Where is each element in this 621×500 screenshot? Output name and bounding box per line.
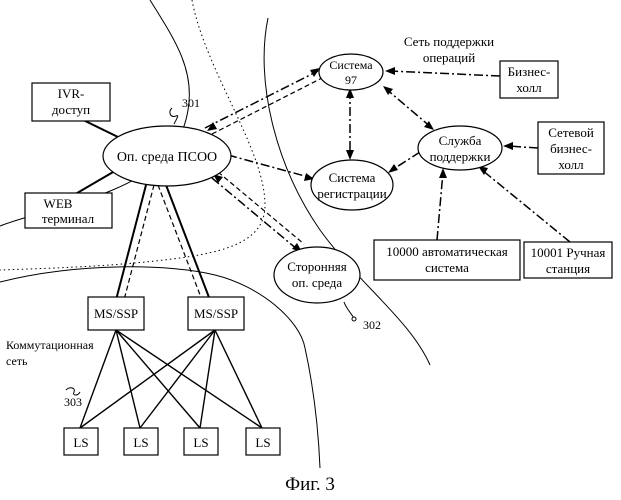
link-autosystem-support: [437, 172, 443, 240]
link-psoo-ms1-solid: [116, 185, 146, 300]
ref-302-leader: [344, 302, 354, 318]
ref-301-leader: [170, 108, 178, 124]
ref-302: 302: [363, 318, 381, 332]
ls3-label: LS: [193, 435, 208, 450]
ms1-label: MS/SSP: [94, 306, 138, 321]
third-party-label-1: Сторонняя: [287, 259, 346, 274]
net-business-hall-label-1: Сетевой: [548, 125, 594, 140]
link-psoo-registration: [228, 155, 312, 178]
ref-301: 301: [182, 96, 200, 110]
link-manualstation-support: [482, 170, 570, 242]
ops-network-label-1: Сеть поддержки: [404, 34, 494, 49]
business-hall-box: Бизнес- холл: [500, 61, 558, 98]
ls4-label: LS: [255, 435, 270, 450]
business-hall-label-1: Бизнес-: [508, 64, 551, 79]
ivr-label-1: IVR-: [58, 86, 85, 101]
arrowhead: [439, 168, 447, 178]
manual-station-box: 10001 Ручная станция: [524, 242, 612, 278]
link-psoo-ms2-solid: [166, 185, 210, 300]
link-psoo-sys97-b: [212, 78, 322, 134]
system97-label-2: 97: [345, 73, 357, 87]
net-business-hall-label-3: холл: [558, 157, 584, 172]
manual-station-label-1: 10001 Ручная: [531, 245, 606, 260]
ref-303-leader: [66, 388, 80, 395]
ms-ssp-box-1: MS/SSP: [88, 297, 144, 330]
switch-network-label-2: сеть: [6, 354, 28, 368]
link-businesshall-sys97: [390, 71, 500, 76]
switch-network-label-1: Коммутационная: [6, 338, 94, 352]
registration-system-node: Система регистрации: [311, 160, 393, 210]
system97-label-1: Система: [329, 58, 373, 72]
auto-system-box: 10000 автоматическая система: [374, 240, 520, 280]
psoo-environment-node: Оп. среда ПСОО: [103, 126, 231, 186]
switch-mesh: [80, 330, 262, 428]
ms-ssp-box-2: MS/SSP: [188, 297, 244, 330]
support-label-2: поддержки: [430, 149, 491, 164]
registration-label-2: регистрации: [317, 186, 386, 201]
support-service-node: Служба поддержки: [418, 126, 502, 170]
ls-box-4: LS: [246, 428, 280, 455]
business-hall-label-2: холл: [516, 80, 542, 95]
link-support-registration: [392, 152, 420, 170]
ops-network-label-2: операций: [423, 50, 475, 65]
system-97-node: Система 97: [319, 54, 383, 90]
ref-302-marker: [352, 317, 356, 321]
third-party-label-2: оп. среда: [292, 275, 342, 290]
link-psoo-ms2-dash: [158, 185, 202, 300]
figure-caption: Фиг. 3: [285, 474, 335, 495]
psoo-label: Оп. среда ПСОО: [117, 150, 217, 165]
link-psoo-ms1-dash: [124, 185, 154, 300]
arrowhead: [346, 150, 354, 160]
link-psoo-thirdparty-b: [218, 172, 304, 244]
web-terminal-box: WEB терминал: [25, 193, 112, 228]
ls-box-3: LS: [184, 428, 218, 455]
arrowhead: [385, 67, 395, 75]
arrowhead: [388, 164, 398, 173]
web-label-2: терминал: [42, 211, 95, 226]
web-label-1: WEB: [44, 196, 73, 211]
manual-station-label-2: станция: [546, 261, 590, 276]
ls-box-1: LS: [64, 428, 98, 455]
ivr-label-2: доступ: [52, 102, 90, 117]
third-party-environment-node: Сторонняя оп. среда: [274, 247, 360, 303]
network-business-hall-box: Сетевой бизнес- холл: [538, 122, 604, 174]
link-psoo-thirdparty-a: [212, 178, 298, 250]
link-sys97-support: [385, 88, 432, 128]
registration-label-1: Система: [329, 170, 376, 185]
auto-system-label-2: система: [425, 260, 469, 275]
ls1-label: LS: [73, 435, 88, 450]
ls2-label: LS: [133, 435, 148, 450]
ms2-label: MS/SSP: [194, 306, 238, 321]
ref-303: 303: [64, 395, 82, 409]
ls-box-2: LS: [124, 428, 158, 455]
ivr-access-box: IVR- доступ: [32, 83, 110, 121]
auto-system-label-1: 10000 автоматическая: [386, 244, 508, 259]
support-label-1: Служба: [439, 133, 482, 148]
link-psoo-sys97-a: [205, 71, 318, 128]
net-business-hall-label-2: бизнес-: [550, 141, 592, 156]
arrowhead: [503, 142, 513, 150]
